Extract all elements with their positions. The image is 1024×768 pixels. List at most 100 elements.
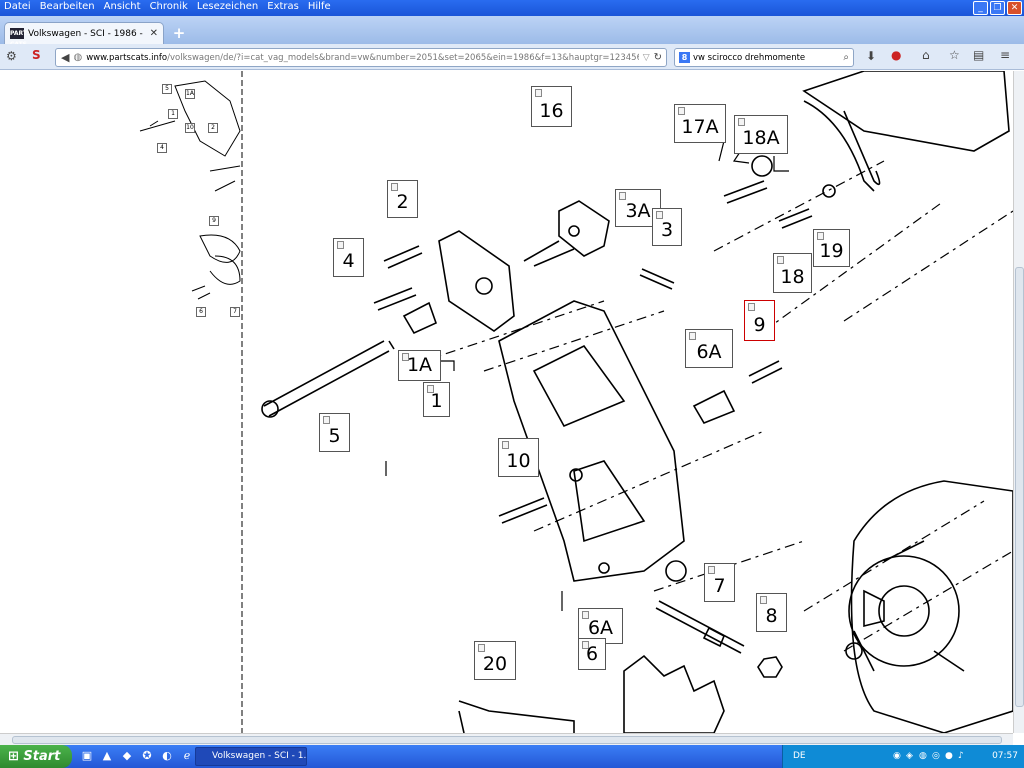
thumb-callout[interactable]: 2 (208, 123, 218, 133)
document-icon (427, 385, 434, 393)
callout-box[interactable]: 3 (652, 208, 682, 246)
restore-button[interactable]: ❐ (990, 1, 1005, 15)
desktop-icon[interactable]: ▣ (81, 749, 93, 762)
thumbnail-diagram[interactable] (0, 71, 244, 733)
network-icon[interactable]: ✪ (142, 749, 152, 762)
tray-icons: ◉ ◈ ◍ ◎ ● ♪ (893, 750, 968, 762)
vertical-scrollbar[interactable] (1013, 71, 1024, 733)
windows-logo-icon: ⊞ (8, 749, 24, 764)
callout-box[interactable]: 20 (474, 641, 516, 680)
document-icon (478, 644, 485, 652)
search-icon[interactable]: ⌕ (843, 52, 849, 63)
url-bar[interactable]: ◀ ◍ www.partscats.info/volkswagen/de/?i=… (55, 48, 667, 67)
download-icon[interactable]: ⬇ (866, 49, 877, 63)
menu-hilfe[interactable]: Hilfe (307, 1, 331, 12)
taskbar: ⊞ Start ▣ ▲ ◆ ✪ ◐ ℯ Volkswagen - SCI - 1… (0, 745, 1024, 768)
close-window-button[interactable]: ✕ (1007, 1, 1022, 15)
home-icon[interactable]: ⌂ (922, 48, 930, 62)
back-arrow-icon[interactable]: ◀ (61, 51, 70, 64)
callout-box[interactable]: 18A (734, 115, 788, 154)
search-input[interactable]: vw scirocco drehmomente (693, 52, 806, 63)
callout-box[interactable]: 5 (319, 413, 350, 452)
callout-box[interactable]: 1A (398, 350, 441, 381)
sci-logo-icon[interactable]: S (32, 48, 41, 62)
bookmark-star-icon[interactable]: ☆ (949, 48, 960, 62)
document-icon (391, 183, 398, 191)
adblock-icon[interactable]: ● (891, 48, 902, 62)
globe-icon: ◍ (73, 52, 83, 63)
document-icon (323, 416, 330, 424)
url-text[interactable]: www.partscats.info/volkswagen/de/?i=cat_… (86, 52, 638, 63)
thumb-callout[interactable]: 1A (185, 89, 195, 99)
explorer-icon[interactable]: ◐ (162, 749, 172, 762)
callout-box[interactable]: 2 (387, 180, 418, 218)
taskbar-firefox-window[interactable]: Volkswagen - SCI - 1... (195, 747, 307, 766)
tab-title: Volkswagen - SCI - 1986 - Ele... (28, 28, 146, 39)
horizontal-scrollbar[interactable] (0, 733, 1013, 745)
search-bar[interactable]: 8 vw scirocco drehmomente ⌕ (674, 48, 854, 67)
document-icon (656, 211, 663, 219)
tray-icon[interactable]: ◎ (932, 751, 940, 761)
tray-icon[interactable]: ◉ (893, 751, 901, 761)
start-button[interactable]: ⊞ Start (0, 745, 72, 768)
tab-close-icon[interactable]: ✕ (149, 28, 158, 39)
thumb-callout[interactable]: 10 (185, 123, 195, 133)
menu-datei[interactable]: Datei (4, 1, 31, 12)
callout-box[interactable]: 18 (773, 253, 812, 293)
language-indicator[interactable]: DE (793, 751, 806, 761)
document-icon (748, 303, 755, 311)
callout-box[interactable]: 1 (423, 382, 450, 417)
callout-box[interactable]: 17A (674, 104, 726, 143)
tab-volkswagen[interactable]: PARTS CATS Volkswagen - SCI - 1986 - Ele… (4, 22, 164, 48)
callout-box[interactable]: 16 (531, 86, 572, 127)
thumb-callout[interactable]: 9 (209, 216, 219, 226)
document-icon (502, 441, 509, 449)
navigation-toolbar: ⚙ S ◀ ◍ www.partscats.info/volkswagen/de… (0, 44, 1024, 70)
document-icon (619, 192, 626, 200)
minimize-button[interactable]: _ (973, 1, 988, 15)
thumb-callout[interactable]: 4 (157, 143, 167, 153)
app-icon[interactable]: ◆ (122, 749, 132, 762)
volume-icon[interactable]: ♪ (958, 751, 964, 761)
thumb-callout[interactable]: 1 (168, 109, 178, 119)
system-tray: DE ◉ ◈ ◍ ◎ ● ♪ 07:57 (782, 745, 1024, 768)
reload-icon[interactable]: ↻ (653, 52, 662, 63)
menu-ansicht[interactable]: Ansicht (103, 1, 141, 12)
document-icon (582, 611, 589, 619)
document-icon (535, 89, 542, 97)
addon-icon[interactable]: ⚙ (6, 49, 17, 63)
vertical-scroll-thumb[interactable] (1015, 267, 1024, 707)
callout-box[interactable]: 8 (756, 593, 787, 632)
callout-box-selected[interactable]: 9 (744, 300, 775, 341)
search-engine-icon[interactable]: 8 (679, 52, 690, 63)
tray-icon[interactable]: ◍ (919, 751, 927, 761)
menu-bearbeiten[interactable]: Bearbeiten (39, 1, 95, 12)
callout-box[interactable]: 6 (578, 638, 606, 670)
dropdown-icon[interactable]: ▽ (642, 52, 650, 63)
thumb-callout[interactable]: 7 (230, 307, 240, 317)
callout-box[interactable]: 4 (333, 238, 364, 277)
callout-box[interactable]: 6A (685, 329, 733, 368)
callout-box[interactable]: 19 (813, 229, 850, 267)
thumb-callout[interactable]: 5 (162, 84, 172, 94)
document-icon (708, 566, 715, 574)
vlc-icon[interactable]: ▲ (102, 749, 112, 762)
bookmarks-list-icon[interactable]: ▤ (973, 48, 985, 62)
menu-icon[interactable]: ≡ (1000, 48, 1011, 62)
horizontal-scroll-thumb[interactable] (12, 736, 1002, 744)
thumb-callout[interactable]: 6 (196, 307, 206, 317)
menu-bar: Datei Bearbeiten Ansicht Chronik Lesezei… (4, 1, 331, 12)
document-icon (582, 641, 589, 649)
callout-box[interactable]: 10 (498, 438, 539, 477)
menu-lesezeichen[interactable]: Lesezeichen (196, 1, 259, 12)
menu-extras[interactable]: Extras (267, 1, 299, 12)
document-icon (337, 241, 344, 249)
ie-icon[interactable]: ℯ (183, 749, 191, 762)
callout-box[interactable]: 7 (704, 563, 735, 602)
tray-icon[interactable]: ● (945, 751, 953, 761)
exploded-parts-diagram (261, 71, 1013, 733)
callout-box[interactable]: 3A (615, 189, 661, 227)
new-tab-button[interactable]: + (172, 24, 186, 42)
menu-chronik[interactable]: Chronik (149, 1, 188, 12)
tray-icon[interactable]: ◈ (906, 751, 913, 761)
